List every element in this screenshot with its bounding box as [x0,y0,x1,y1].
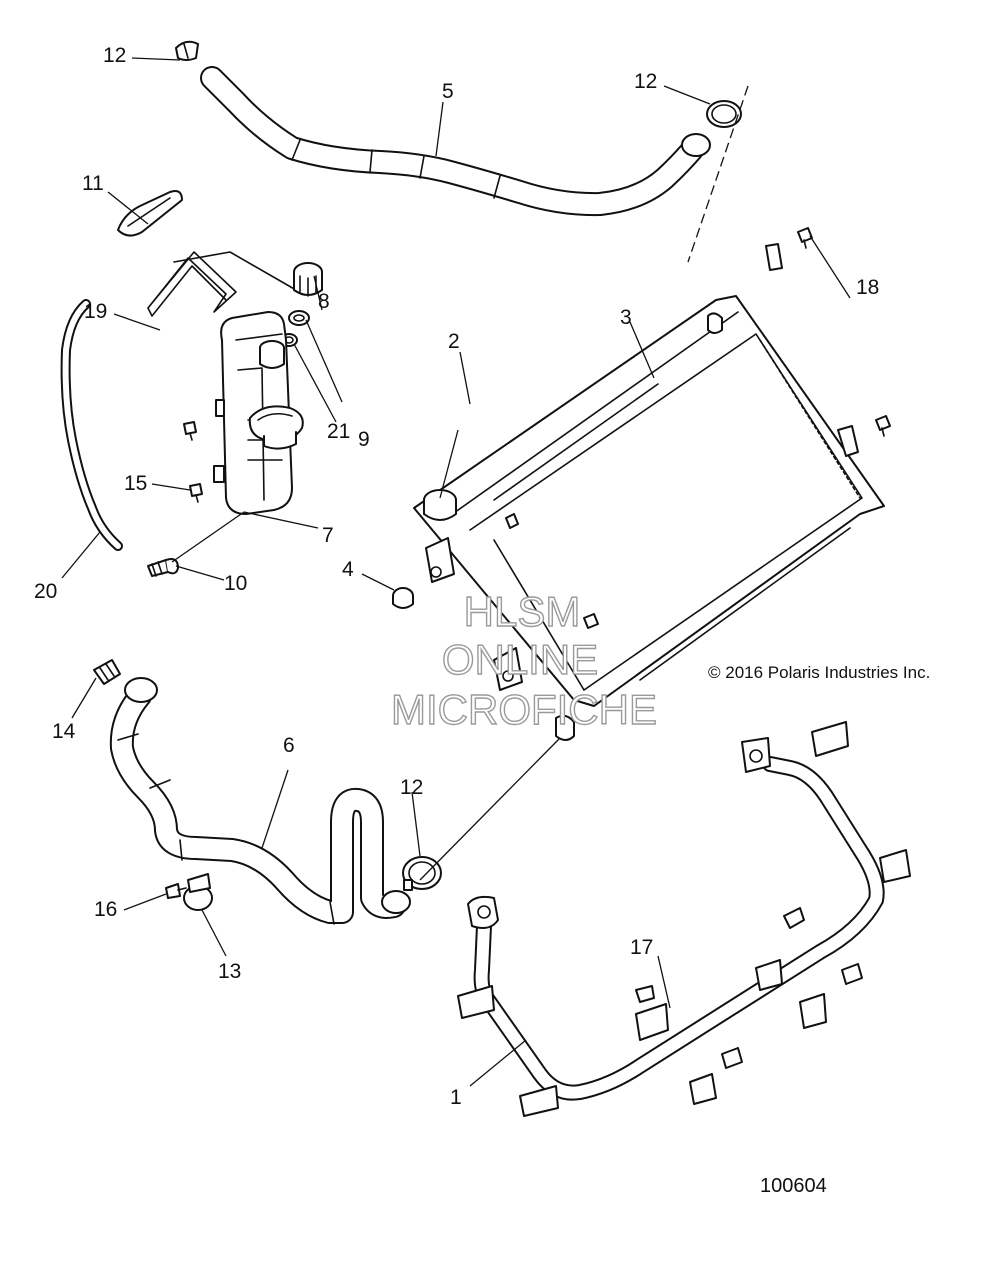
callout-2: 2 [448,330,460,353]
callout-15: 15 [124,472,147,495]
hose-fitting [93,659,121,685]
assembly-line-top [687,85,749,263]
callout-19: 19 [84,300,107,323]
watermark-line-3: MICROFICHE [391,686,657,733]
hose-clip [183,873,213,911]
watermark: HLSM ONLINE MICROFICHE [390,587,657,733]
bolt-18 [797,227,813,249]
callout-7: 7 [322,524,334,547]
copyright-notice: © 2016 Polaris Industries Inc. [708,663,930,682]
radiator-mounting-frame [457,721,911,1117]
callout-3: 3 [620,306,632,329]
cap-gasket [288,310,310,326]
radiator [413,243,885,741]
lower-hose [109,677,411,925]
callout-4: 4 [342,558,354,581]
radiator-cap [248,405,304,450]
callout-12: 12 [103,44,126,67]
callout-16: 16 [94,898,117,921]
callout-20: 20 [34,580,57,603]
callout-18: 18 [856,276,879,299]
bolt-18-lower [875,415,891,437]
screw-15 [189,483,203,503]
screw-15-upper [183,421,197,441]
hose-clamp-top-left [175,40,199,61]
callout-1: 1 [450,1086,462,1109]
upper-hose [200,66,711,217]
callout-10: 10 [224,572,247,595]
callout-21: 21 [327,420,350,443]
hose-clamp-top-right [706,100,742,128]
screw-10 [147,558,179,577]
callout-13: 13 [218,960,241,983]
hose-clamp-lower [402,856,442,891]
callout-11: 11 [82,172,104,195]
callout-8: 8 [318,290,330,313]
reservoir-bracket [147,251,297,317]
assembly-line-cap [439,429,459,499]
screw-16 [165,883,187,899]
callout-17: 17 [630,936,653,959]
callout-5: 5 [442,80,454,103]
assembly-line-lower [419,737,561,881]
callout-14: 14 [52,720,76,743]
watermark-line-2: ONLINE [442,636,598,683]
callout-12: 12 [634,70,657,93]
overflow-tube [60,299,123,551]
callout-labels: 12 5 12 11 19 8 2 3 18 9 21 15 7 10 4 20… [34,44,879,1109]
watermark-line-1: HLSM [464,588,581,635]
grommet-4 [392,587,414,609]
callout-9: 9 [358,428,370,451]
retaining-strap [117,190,183,237]
callout-12: 12 [400,776,423,799]
leader-lines [61,57,851,1087]
callout-6: 6 [283,734,295,757]
document-number: 100604 [760,1175,827,1197]
